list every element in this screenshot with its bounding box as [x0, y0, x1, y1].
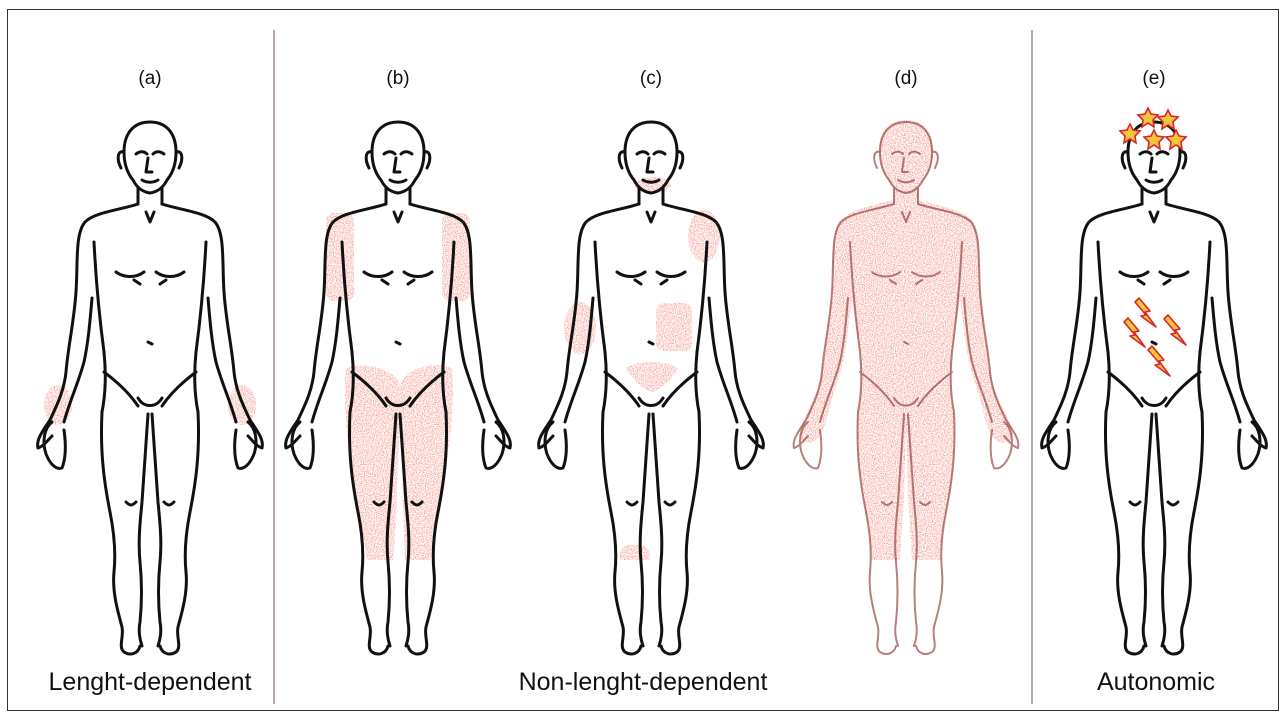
panel-label-c: (c) [621, 68, 681, 90]
group-label-length-dependent: Lenght-dependent [49, 668, 252, 697]
panel-label-b: (b) [368, 68, 428, 90]
lightning-icons [1124, 298, 1186, 376]
star-icon [1166, 130, 1186, 149]
shading-layer [44, 120, 1013, 673]
lightning-icon [1164, 315, 1186, 345]
group-label-non-length-dependent: Non-lenght-dependent [519, 668, 768, 697]
panel-label-d: (d) [876, 68, 936, 90]
lightning-icon [1124, 318, 1145, 347]
panel-label-a: (a) [120, 68, 180, 90]
body-diagrams [0, 118, 1286, 678]
panel-label-e: (e) [1124, 68, 1184, 90]
star-icon [1144, 130, 1164, 149]
lightning-icon [1148, 346, 1170, 376]
group-label-autonomic: Autonomic [1097, 668, 1215, 697]
lightning-icon [1135, 298, 1156, 327]
